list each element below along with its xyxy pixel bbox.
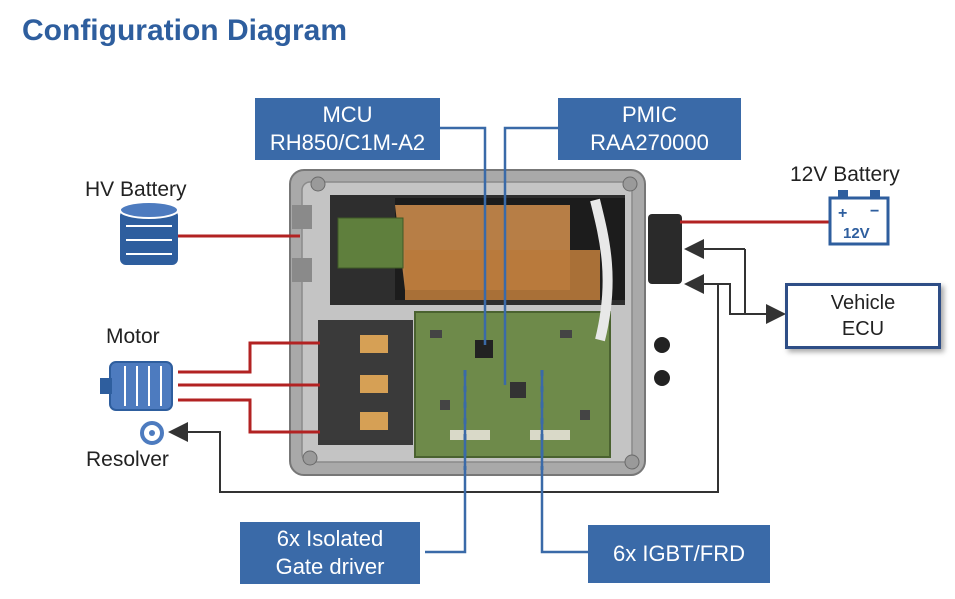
- igbt-box: 6x IGBT/FRD: [588, 525, 770, 583]
- vehicle-ecu-box: Vehicle ECU: [785, 283, 941, 349]
- gate-driver-line1: 6x Isolated: [276, 526, 384, 551]
- pmic-box: PMIC RAA270000: [558, 98, 741, 160]
- motor-icon: [100, 361, 173, 411]
- callout-lines: [425, 126, 588, 554]
- motor-label: Motor: [106, 325, 160, 348]
- gate-driver-markers: [463, 370, 544, 470]
- mcu-title: MCU: [322, 102, 373, 127]
- pmic-part-number: RAA270000: [590, 130, 709, 155]
- hv-battery-label: HV Battery: [85, 178, 187, 201]
- igbt-label: 6x IGBT/FRD: [612, 541, 745, 566]
- ecu-signal-arrows: [684, 239, 786, 324]
- 12v-battery-icon-text: 12V: [843, 225, 870, 242]
- gate-driver-line2: Gate driver: [275, 554, 385, 579]
- gate-driver-box: 6x Isolated Gate driver: [240, 522, 420, 584]
- resolver-label: Resolver: [86, 448, 169, 471]
- page-title: Configuration Diagram: [22, 14, 348, 47]
- motor-phase-lines: [178, 341, 320, 434]
- hv-battery-icon: [119, 201, 179, 265]
- resolver-signal-arrow: [168, 284, 719, 493]
- vehicle-ecu-line1: Vehicle: [830, 292, 896, 314]
- svg-text:+: +: [838, 205, 847, 222]
- 12v-battery-label: 12V Battery: [790, 163, 900, 186]
- inverter-unit-image: [289, 169, 682, 476]
- svg-text:−: −: [870, 203, 879, 220]
- 12v-battery-icon: + − 12V: [828, 190, 890, 246]
- pmic-title: PMIC: [622, 102, 677, 127]
- mcu-box: MCU RH850/C1M-A2: [255, 98, 440, 160]
- mcu-part-number: RH850/C1M-A2: [269, 130, 426, 155]
- vehicle-ecu-line2: ECU: [841, 318, 885, 340]
- resolver-icon: [140, 421, 164, 445]
